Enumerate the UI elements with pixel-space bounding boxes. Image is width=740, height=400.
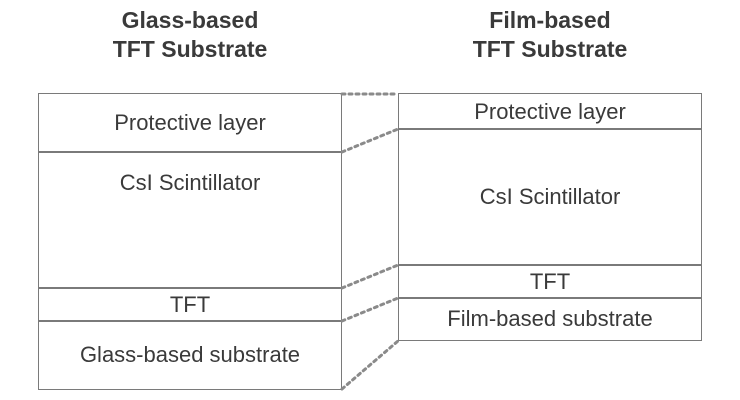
glass-layer-stack: Protective layer CsI Scintillator TFT Gl… [38, 93, 342, 390]
film-scintillator-label: CsI Scintillator [479, 184, 621, 209]
film-substrate-layer: Film-based substrate [398, 297, 702, 341]
glass-tft-layer: TFT [38, 287, 342, 322]
connector-tft-substrate [340, 296, 400, 323]
film-based-title: Film-based TFT Substrate [398, 6, 702, 64]
film-substrate-label: Film-based substrate [447, 306, 653, 331]
glass-scintillator-layer: CsI Scintillator [38, 151, 342, 289]
film-tft-layer: TFT [398, 264, 702, 299]
film-title-line2: TFT Substrate [472, 36, 628, 62]
connector-scintillator-tft [340, 263, 400, 290]
glass-scintillator-label: CsI Scintillator [119, 170, 261, 195]
connector-bottom [340, 339, 400, 391]
film-title-line1: Film-based [489, 7, 611, 33]
glass-based-title: Glass-based TFT Substrate [38, 6, 342, 64]
glass-substrate-label: Glass-based substrate [79, 342, 301, 367]
glass-protective-layer: Protective layer [38, 93, 342, 153]
glass-substrate-layer: Glass-based substrate [38, 320, 342, 390]
connector-protective-scintillator [340, 127, 400, 154]
film-layer-stack: Protective layer CsI Scintillator TFT Fi… [398, 93, 702, 341]
glass-title-line1: Glass-based [121, 7, 259, 33]
glass-title-line2: TFT Substrate [112, 36, 268, 62]
glass-protective-label: Protective layer [114, 110, 266, 135]
film-scintillator-layer: CsI Scintillator [398, 128, 702, 266]
film-protective-layer: Protective layer [398, 93, 702, 130]
film-tft-label: TFT [529, 268, 571, 294]
glass-tft-label: TFT [169, 291, 211, 317]
film-protective-label: Protective layer [474, 98, 626, 124]
